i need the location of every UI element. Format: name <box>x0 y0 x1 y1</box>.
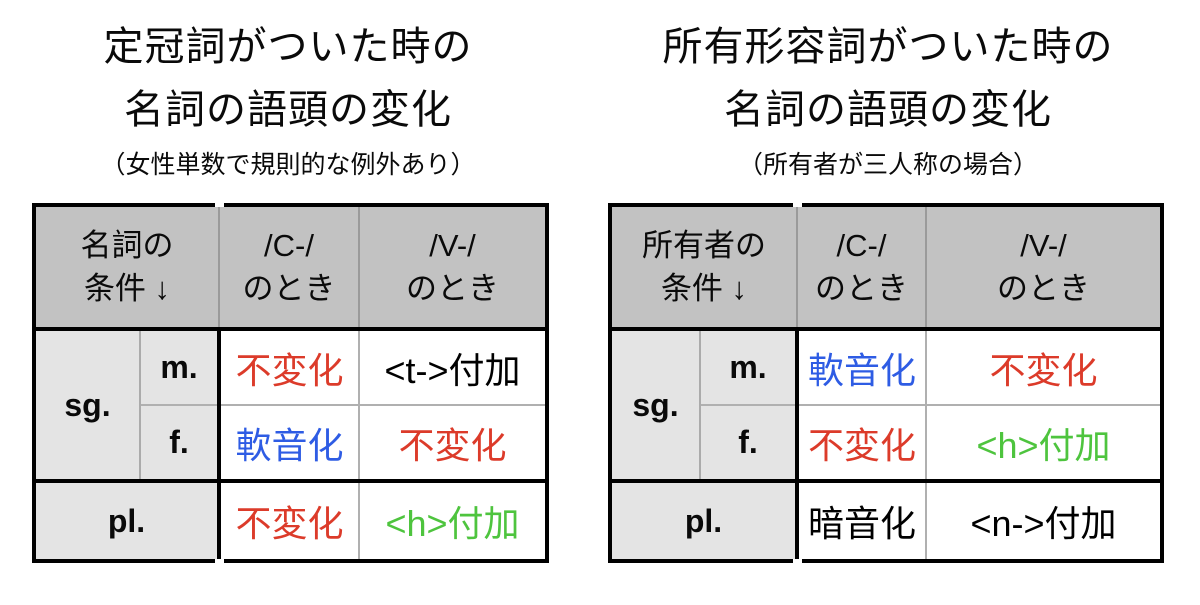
header-consonant-case: /C-/ のとき <box>218 207 359 331</box>
label-pl: pl. <box>612 479 797 559</box>
label-sg: sg. <box>36 329 141 481</box>
right-title-block: 所有形容詞がついた時の 名詞の語頭の変化 （所有者が三人称の場合） <box>600 16 1176 181</box>
cell-sg-m-consonant: 不変化 <box>217 329 359 406</box>
row-sg-f: f. 軟音化 不変化 <box>36 405 545 481</box>
right-title-line1: 所有形容詞がついた時の <box>662 25 1114 69</box>
header-consonant-case: /C-/ のとき <box>796 207 926 331</box>
label-f: f. <box>140 405 219 481</box>
row-sg-f: f. 不変化 <h>付加 <box>612 405 1160 481</box>
possessive-adjective-table: 所有者の 条件 ↓ /C-/ のとき /V-/ のとき sg. m. 軟音化 不… <box>608 203 1164 563</box>
header-vowel-case: /V-/ のとき <box>358 207 545 331</box>
border-gap <box>793 559 802 563</box>
possessive-adjective-table-grid: 所有者の 条件 ↓ /C-/ のとき /V-/ のとき sg. m. 軟音化 不… <box>612 207 1160 559</box>
header-row: 所有者の 条件 ↓ /C-/ のとき /V-/ のとき <box>612 207 1160 331</box>
row-pl: pl. 暗音化 <n->付加 <box>612 479 1160 559</box>
cell-sg-f-consonant: 軟音化 <box>217 405 359 481</box>
right-subtitle: （所有者が三人称の場合） <box>737 151 1038 179</box>
left-title-line1: 定冠詞がついた時の <box>103 25 473 69</box>
cell-sg-f-vowel: 不変化 <box>358 405 545 481</box>
row-pl: pl. 不変化 <h>付加 <box>36 479 545 559</box>
header-vowel-case: /V-/ のとき <box>925 207 1160 331</box>
right-title-line2: 名詞の語頭の変化 <box>724 88 1052 132</box>
cell-sg-m-consonant: 軟音化 <box>795 329 926 406</box>
cell-pl-vowel: <n->付加 <box>925 479 1160 559</box>
label-pl: pl. <box>36 479 219 559</box>
border-gap <box>215 559 224 563</box>
definite-article-table-grid: 名詞の 条件 ↓ /C-/ のとき /V-/ のとき sg. m. 不変化 <t… <box>36 207 545 559</box>
cell-sg-m-vowel: 不変化 <box>925 329 1160 406</box>
label-f: f. <box>700 405 797 481</box>
header-noun-condition: 名詞の 条件 ↓ <box>36 207 219 331</box>
header-possessor-condition: 所有者の 条件 ↓ <box>612 207 797 331</box>
row-sg-m: sg. m. 不変化 <t->付加 <box>36 329 545 481</box>
cell-sg-f-consonant: 不変化 <box>795 405 926 481</box>
border-gap <box>215 203 224 207</box>
border-gap <box>793 203 802 207</box>
label-m: m. <box>700 329 797 406</box>
row-sg-m: sg. m. 軟音化 不変化 <box>612 329 1160 481</box>
cell-pl-consonant: 暗音化 <box>795 479 926 559</box>
cell-pl-vowel: <h>付加 <box>358 479 545 559</box>
left-title-block: 定冠詞がついた時の 名詞の語頭の変化 （女性単数で規則的な例外あり） <box>0 16 576 181</box>
label-sg: sg. <box>612 329 701 481</box>
label-m: m. <box>140 329 219 406</box>
cell-sg-f-vowel: <h>付加 <box>925 405 1160 481</box>
cell-pl-consonant: 不変化 <box>217 479 359 559</box>
header-row: 名詞の 条件 ↓ /C-/ のとき /V-/ のとき <box>36 207 545 331</box>
definite-article-table: 名詞の 条件 ↓ /C-/ のとき /V-/ のとき sg. m. 不変化 <t… <box>32 203 549 563</box>
left-subtitle: （女性単数で規則的な例外あり） <box>100 151 476 179</box>
cell-sg-m-vowel: <t->付加 <box>358 329 545 406</box>
left-title-line2: 名詞の語頭の変化 <box>124 88 452 132</box>
